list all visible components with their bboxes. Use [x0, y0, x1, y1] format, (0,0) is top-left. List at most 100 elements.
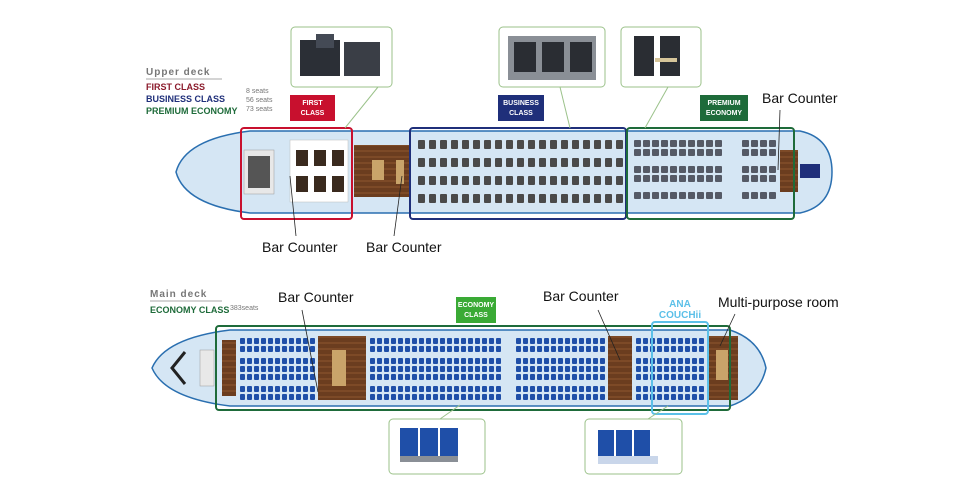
- economy-seat: [678, 338, 683, 344]
- economy-seat: [440, 394, 445, 400]
- premium-economy-seat: [688, 140, 695, 147]
- economy-seat: [303, 386, 308, 392]
- upper-callout-bar-3: Bar Counter: [762, 90, 838, 106]
- premium-economy-seat: [661, 149, 668, 156]
- economy-seat: [247, 386, 252, 392]
- economy-seat: [289, 338, 294, 344]
- economy-seat: [433, 338, 438, 344]
- economy-seat: [636, 346, 641, 352]
- economy-seat: [579, 346, 584, 352]
- economy-seat: [678, 366, 683, 372]
- economy-seat: [664, 366, 669, 372]
- economy-seat: [419, 386, 424, 392]
- economy-seat: [537, 338, 542, 344]
- economy-seat: [593, 386, 598, 392]
- premium-economy-seat: [742, 140, 749, 147]
- business-seat: [528, 176, 535, 185]
- economy-seat: [579, 366, 584, 372]
- economy-seat: [530, 358, 535, 364]
- economy-seat: [261, 338, 266, 344]
- economy-seat: [496, 346, 501, 352]
- business-seat: [429, 140, 436, 149]
- business-seat: [594, 176, 601, 185]
- economy-seat: [254, 338, 259, 344]
- economy-seat: [275, 386, 280, 392]
- premium-economy-seat: [652, 192, 659, 199]
- business-seat: [517, 140, 524, 149]
- economy-seat: [468, 366, 473, 372]
- economy-seat: [268, 346, 273, 352]
- economy-seat: [643, 366, 648, 372]
- economy-seat: [692, 394, 697, 400]
- economy-seat: [247, 366, 252, 372]
- economy-seat: [240, 346, 245, 352]
- premium-economy-seat: [688, 175, 695, 182]
- first-photo-connector: [344, 86, 379, 129]
- economy-seat: [440, 386, 445, 392]
- economy-seat: [692, 374, 697, 380]
- economy-seat: [447, 338, 452, 344]
- business-seat: [605, 176, 612, 185]
- premium-economy-seat: [715, 140, 722, 147]
- economy-seat: [405, 394, 410, 400]
- economy-seat: [247, 358, 252, 364]
- legend-business-class: BUSINESS CLASS: [146, 94, 225, 104]
- upper-callout-line-1: [289, 175, 297, 237]
- economy-seat: [482, 338, 487, 344]
- economy-seat: [636, 394, 641, 400]
- economy-seat: [377, 394, 382, 400]
- economy-seat: [593, 374, 598, 380]
- economy-seat: [685, 346, 690, 352]
- economy-seat: [261, 386, 266, 392]
- economy-seat: [468, 346, 473, 352]
- economy-seat: [579, 394, 584, 400]
- economy-seat: [412, 346, 417, 352]
- economy-seat: [275, 346, 280, 352]
- economy-seat: [657, 386, 662, 392]
- economy-seat: [482, 386, 487, 392]
- economy-seat: [268, 374, 273, 380]
- business-seat: [418, 158, 425, 167]
- economy-seat: [275, 374, 280, 380]
- business-seat: [583, 194, 590, 203]
- economy-seat: [412, 358, 417, 364]
- premium-economy-seat: [760, 140, 767, 147]
- economy-seat: [426, 386, 431, 392]
- economy-seat: [664, 386, 669, 392]
- business-seat: [572, 140, 579, 149]
- business-seat: [561, 140, 568, 149]
- business-seat: [495, 176, 502, 185]
- economy-seat: [310, 394, 315, 400]
- economy-seat: [636, 374, 641, 380]
- premium-economy-seat: [769, 149, 776, 156]
- economy-seat: [261, 366, 266, 372]
- economy-seat: [468, 394, 473, 400]
- economy-seat: [530, 394, 535, 400]
- upper-rear-stairs: [800, 164, 820, 178]
- economy-seat: [454, 394, 459, 400]
- economy-seat: [692, 358, 697, 364]
- business-seat: [616, 194, 623, 203]
- economy-seat: [310, 386, 315, 392]
- upper-callout-line-3: [777, 109, 781, 171]
- premium-economy-seat: [634, 149, 641, 156]
- premium-economy-seat: [643, 192, 650, 199]
- premium-economy-seat: [643, 175, 650, 182]
- economy-photo-connector: [439, 404, 461, 420]
- economy-seat: [426, 358, 431, 364]
- economy-seat: [643, 394, 648, 400]
- upper-callout-bar-1: Bar Counter: [262, 239, 338, 255]
- economy-seat: [544, 394, 549, 400]
- main-callout-multipurpose: Multi-purpose room: [718, 294, 839, 310]
- business-seat: [506, 194, 513, 203]
- economy-seat: [247, 346, 252, 352]
- business-seat: [561, 176, 568, 185]
- economy-seat: [398, 366, 403, 372]
- economy-seat: [412, 366, 417, 372]
- economy-seat: [558, 338, 563, 344]
- premium-economy-seat: [670, 175, 677, 182]
- economy-seat: [419, 346, 424, 352]
- economy-seat: [565, 346, 570, 352]
- economy-seat: [310, 338, 315, 344]
